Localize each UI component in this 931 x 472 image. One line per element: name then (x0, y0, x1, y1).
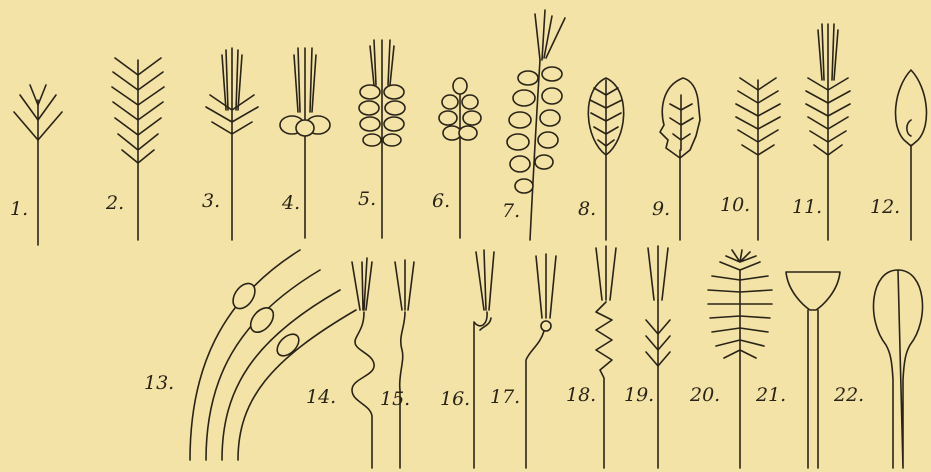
knobbed-tufted-hair-icon (526, 254, 556, 468)
figure-label-9: 9. (652, 198, 670, 220)
forked-hair-icon (14, 85, 62, 245)
chevron-tufted-hair-icon (646, 246, 670, 468)
plumose-hair-icon (708, 250, 772, 468)
figure-label-7: 7. (502, 200, 520, 222)
figure-label-13: 13. (144, 372, 174, 394)
figure-label-12: 12. (870, 196, 900, 218)
hooked-tufted-hair-icon (474, 250, 494, 468)
wavy-tufted-hair-icon (352, 258, 374, 468)
cup-hair-icon (786, 272, 840, 468)
figure-label-10: 10. (720, 194, 750, 216)
figure-label-18: 18. (566, 384, 596, 406)
figure-label-21: 21. (756, 384, 786, 406)
figure-label-20: 20. (690, 384, 720, 406)
figure-label-17: 17. (490, 386, 520, 408)
figure-label-2: 2. (106, 192, 124, 214)
figure-label-6: 6. (432, 190, 450, 212)
figure-label-3: 3. (202, 190, 220, 212)
nodose-hairs-icon (190, 250, 356, 460)
figure-label-22: 22. (834, 384, 864, 406)
lobed-tip-hair-icon (439, 78, 481, 238)
figure-label-4: 4. (282, 192, 300, 214)
figure-label-16: 16. (440, 388, 470, 410)
club-hair-icon (874, 270, 923, 468)
bent-tufted-hair-icon (395, 260, 414, 468)
figure-label-14: 14. (306, 386, 336, 408)
figure-label-19: 19. (624, 384, 654, 406)
zigzag-tufted-hair-icon (596, 246, 616, 468)
figure-label-5: 5. (358, 188, 376, 210)
figure-label-11: 11. (792, 196, 822, 218)
figure-label-8: 8. (578, 198, 596, 220)
figure-label-1: 1. (10, 198, 28, 220)
figure-label-15: 15. (380, 388, 410, 410)
